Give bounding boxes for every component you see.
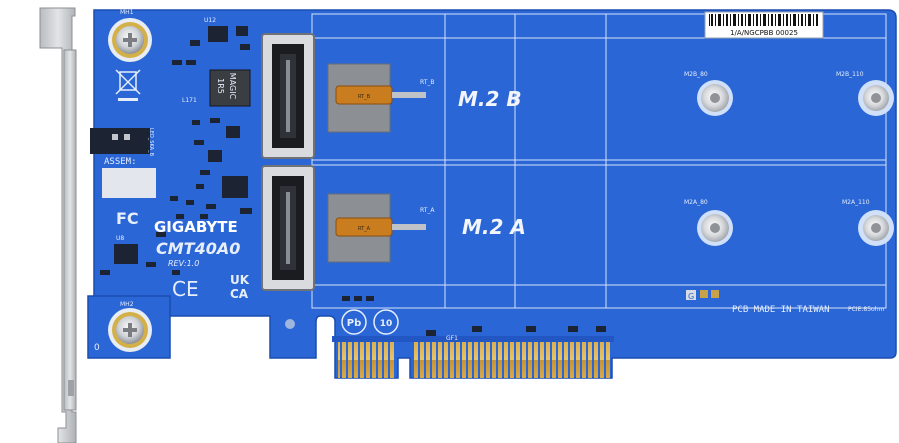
svg-text:Pb: Pb [347,318,362,329]
bracket-mark: 0 [94,343,100,353]
standoff-m2a-110 [858,210,894,246]
led-header [90,128,150,154]
rt-b-label: RT_B [420,79,435,86]
bottom-smd [342,296,606,336]
slot-a-label: M.2 A [462,215,526,239]
mh2-label: MH2 [120,301,134,308]
inductor: MAGIC 1R5 [209,69,251,107]
connector-a [261,165,315,291]
ukca-mark-top: UK [230,273,250,287]
m2a-110-label: M2A_110 [842,199,870,206]
m2a-80-label: M2A_80 [684,199,708,206]
u12-chip [208,26,228,42]
pcie-impedance: PCIE:85ohm [848,306,884,313]
svg-text:U8: U8 [116,235,124,242]
u12-label: U12 [204,17,216,24]
mh1-label: MH1 [120,9,134,16]
serial-label: 1/A/NGCPBB 00025 [704,11,824,39]
standoff-m2b-110 [858,80,894,116]
made-in-taiwan: PCB MADE IN TAIWAN [732,305,830,315]
thermal-pad-b: RT_B [327,63,426,133]
connector-b [261,33,315,159]
g-mark: G [688,292,694,301]
svg-text:10: 10 [380,319,393,329]
standoff-m2b-80 [697,80,733,116]
slot-outline-grid [311,13,887,309]
ce-mark: CE [172,277,199,301]
mount-screw-mh1 [108,18,152,62]
model-number: CMT40A0 [156,239,240,258]
l171-label: L171 [182,97,197,104]
smd-components [100,60,252,275]
rt-a-label: RT_A [420,207,435,214]
led-label: LED_SKA_B [148,128,154,157]
revision: REV:1.0 [168,259,199,268]
mounting-bracket [39,7,77,443]
pb-free-mark: Pb [341,309,367,335]
assembly-sticker [102,168,156,198]
svg-text:MAGIC: MAGIC [228,73,237,100]
test-pads [686,290,719,300]
via-hole [285,319,295,329]
serial-text: 1/A/NGCPBB 00025 [730,29,798,37]
recycle-bin-mark [115,69,141,101]
gf1-label: GF1 [446,335,458,342]
slot-b-label: M.2 B [458,87,522,111]
svg-text:1R5: 1R5 [216,78,225,94]
thermistor-b-label: RT_B [358,94,371,100]
gold-fingers [338,340,396,378]
brand-logo: GIGABYTE [154,218,238,236]
m2b-110-label: M2B_110 [836,71,864,78]
thermistor-a-label: RT_A [358,226,371,232]
standoff-m2a-80 [697,210,733,246]
fc-mark: FC [116,209,139,228]
rohs-10-mark: 10 [373,309,399,335]
ukca-mark-bottom: CA [230,287,249,301]
m2b-80-label: M2B_80 [684,71,708,78]
pcb-board [93,9,897,379]
u8-chip: U8 [114,235,138,264]
mount-screw-mh2 [108,308,152,352]
thermal-pad-a: RT_A [327,193,426,263]
assembly-label: ASSEM: [104,157,137,167]
